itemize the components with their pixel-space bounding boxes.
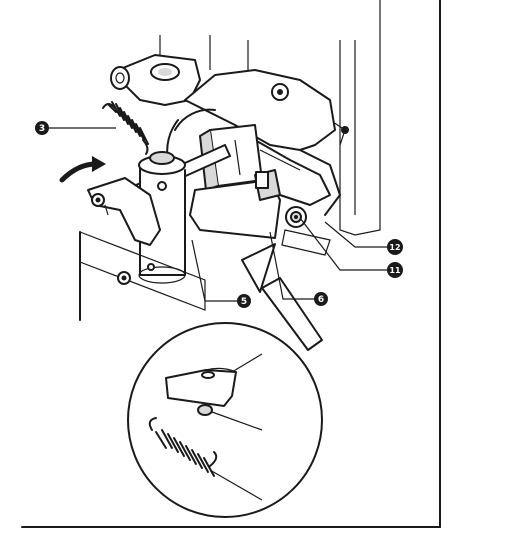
pivot-bracket <box>110 54 201 106</box>
inset-detail <box>127 322 323 518</box>
callout-5: 5 <box>237 294 251 308</box>
front-bracket <box>189 169 331 256</box>
callout-6: 6 <box>314 292 328 306</box>
callout-5-label: 5 <box>241 297 247 307</box>
callout-3: 3 <box>35 121 49 135</box>
callout-3-label: 3 <box>39 124 45 134</box>
callout-12-label: 12 <box>389 243 400 252</box>
rotation-arrow <box>59 156 106 183</box>
base-plate <box>79 231 206 321</box>
rocking-arm <box>87 177 161 246</box>
callout-6-label: 6 <box>318 295 324 305</box>
leader-lines <box>48 127 392 302</box>
pointer-arrow <box>241 243 323 351</box>
callout-12: 12 <box>387 239 403 255</box>
callout-11-label: 11 <box>389 266 401 275</box>
spring-top <box>102 101 149 155</box>
callout-11: 11 <box>387 262 403 278</box>
page-frame <box>21 0 441 528</box>
machine-housing <box>329 0 381 236</box>
vertical-shaft <box>138 151 186 284</box>
